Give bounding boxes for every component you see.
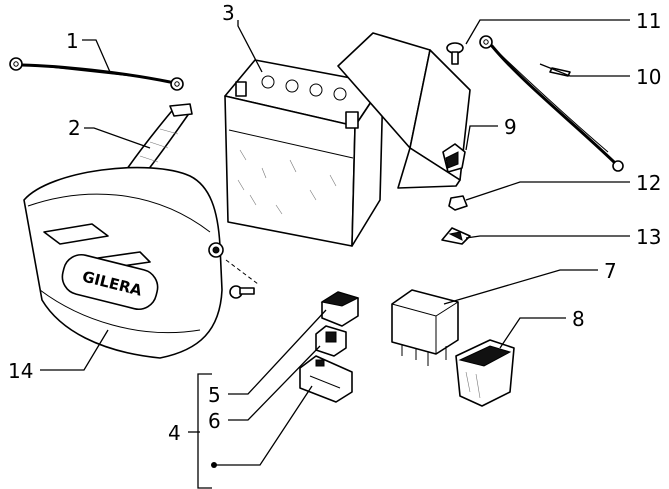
clip [441, 227, 471, 245]
callout-labels: 1 2 3 4 5 6 7 8 9 10 11 12 13 14 [8, 1, 661, 445]
relay [391, 289, 459, 366]
callout-10: 10 [636, 65, 661, 89]
callout-7: 7 [604, 259, 617, 283]
callout-11: 11 [636, 9, 661, 33]
callout-13: 13 [636, 225, 661, 249]
screw [446, 42, 464, 65]
callout-14: 14 [8, 359, 33, 383]
callout-5: 5 [208, 383, 221, 407]
battery [224, 59, 384, 247]
callout-3: 3 [222, 1, 235, 25]
callout-4: 4 [168, 421, 181, 445]
battery-cable-long [479, 35, 624, 172]
leader-lines [40, 19, 630, 489]
nut [448, 195, 468, 211]
battery-tray [337, 32, 471, 189]
fuse-cover [320, 291, 360, 327]
fuse-holder [299, 355, 353, 403]
battery-cover: GILERA [23, 166, 224, 359]
callout-1: 1 [66, 29, 79, 53]
fuse [315, 325, 347, 357]
callout-2: 2 [68, 116, 81, 140]
callout-12: 12 [636, 171, 661, 195]
callout-8: 8 [572, 307, 585, 331]
callout-6: 6 [208, 409, 221, 433]
relay-rubber-holder [455, 339, 515, 407]
callout-9: 9 [504, 115, 517, 139]
cover-screw [225, 259, 259, 299]
battery-cable-short [9, 57, 184, 91]
